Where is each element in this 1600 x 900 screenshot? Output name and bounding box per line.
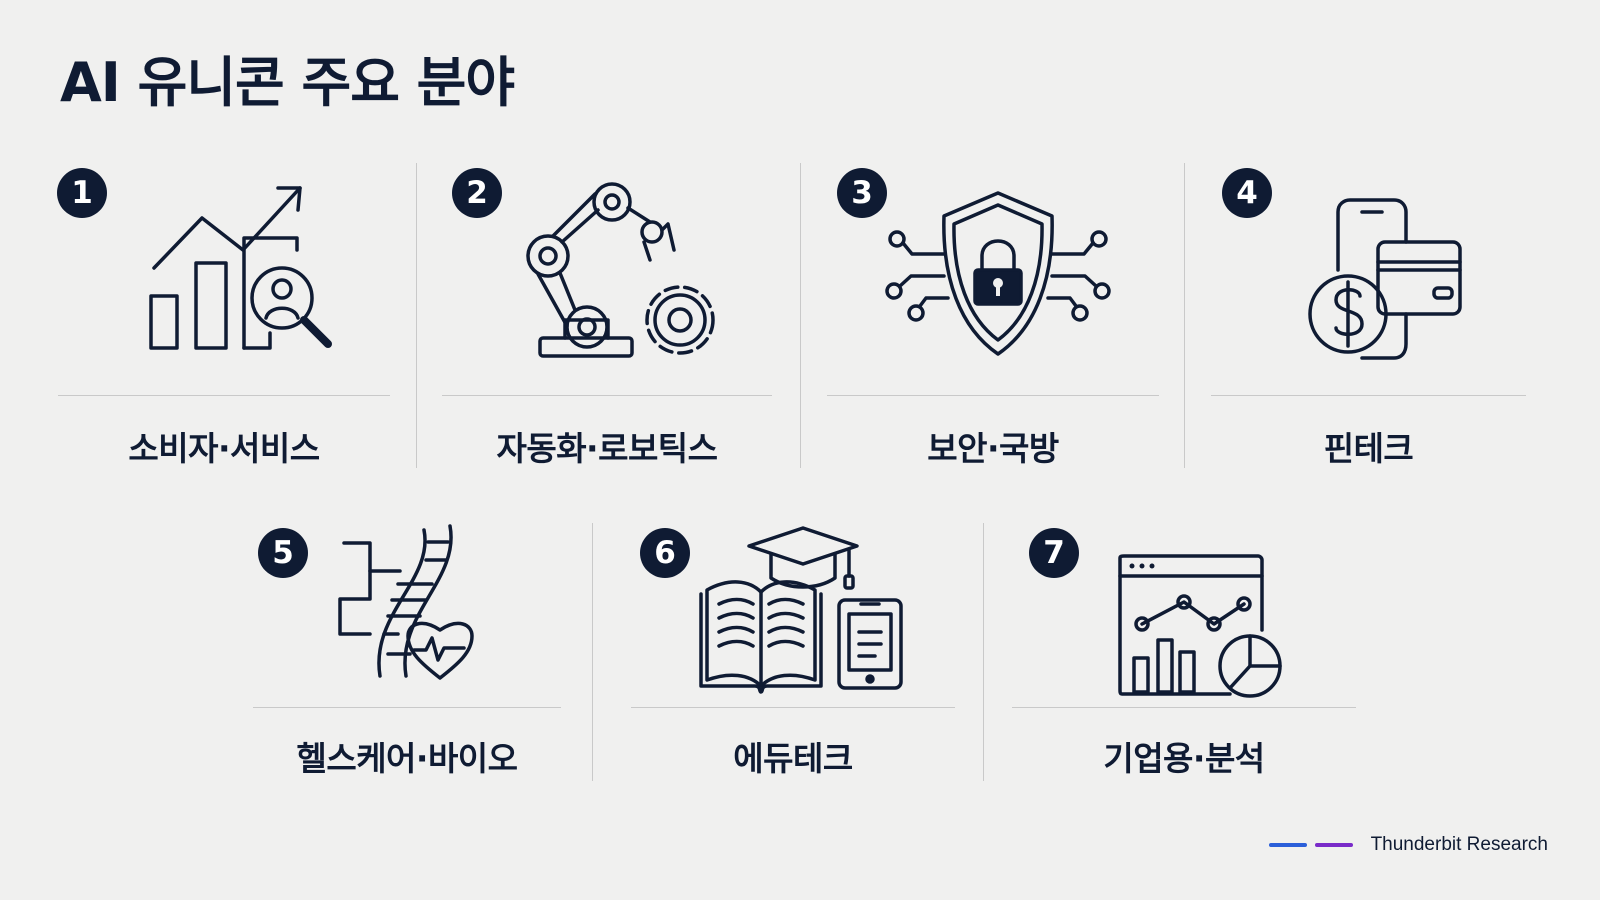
category-label: 핀테크 bbox=[1323, 429, 1414, 468]
number-badge: 2 bbox=[452, 168, 502, 218]
column-divider bbox=[983, 523, 984, 781]
column-divider bbox=[1184, 163, 1185, 468]
number-badge: 7 bbox=[1029, 528, 1079, 578]
column-divider bbox=[592, 523, 593, 781]
category-label: 기업용·분석 bbox=[1103, 739, 1265, 778]
brand-accent-line-blue bbox=[1268, 843, 1307, 847]
card-divider bbox=[253, 707, 561, 708]
category-label: 에듀테크 bbox=[733, 739, 853, 778]
phone-card-coin-icon bbox=[1306, 198, 1476, 368]
dna-heart-cross-icon bbox=[338, 524, 488, 696]
category-label: 보안·국방 bbox=[927, 429, 1059, 468]
number-badge: 5 bbox=[258, 528, 308, 578]
category-label: 자동화·로보틱스 bbox=[496, 429, 718, 468]
brand-name: Thunderbit Research bbox=[1370, 834, 1548, 855]
robot-arm-gear-icon bbox=[520, 178, 730, 368]
category-label: 헬스케어·바이오 bbox=[296, 739, 518, 778]
shield-lock-icon bbox=[885, 188, 1111, 358]
book-graduation-tablet-icon bbox=[699, 526, 909, 698]
number-badge: 4 bbox=[1222, 168, 1272, 218]
number-badge: 1 bbox=[57, 168, 107, 218]
number-badge: 6 bbox=[640, 528, 690, 578]
category-label: 소비자·서비스 bbox=[128, 429, 320, 468]
card-divider bbox=[827, 395, 1159, 396]
dashboard-analytics-icon bbox=[1118, 554, 1288, 699]
brand-footer: Thunderbit Research bbox=[1268, 834, 1548, 856]
number-badge: 3 bbox=[837, 168, 887, 218]
card-divider bbox=[1012, 707, 1356, 708]
column-divider bbox=[416, 163, 417, 468]
column-divider bbox=[800, 163, 801, 468]
card-divider bbox=[631, 707, 955, 708]
card-divider bbox=[58, 395, 390, 396]
card-divider bbox=[1211, 395, 1526, 396]
brand-accent-line-purple bbox=[1314, 843, 1353, 847]
page-title: AI 유니콘 주요 분야 bbox=[60, 51, 515, 114]
card-divider bbox=[442, 395, 772, 396]
growth-chart-search-icon bbox=[140, 178, 340, 358]
